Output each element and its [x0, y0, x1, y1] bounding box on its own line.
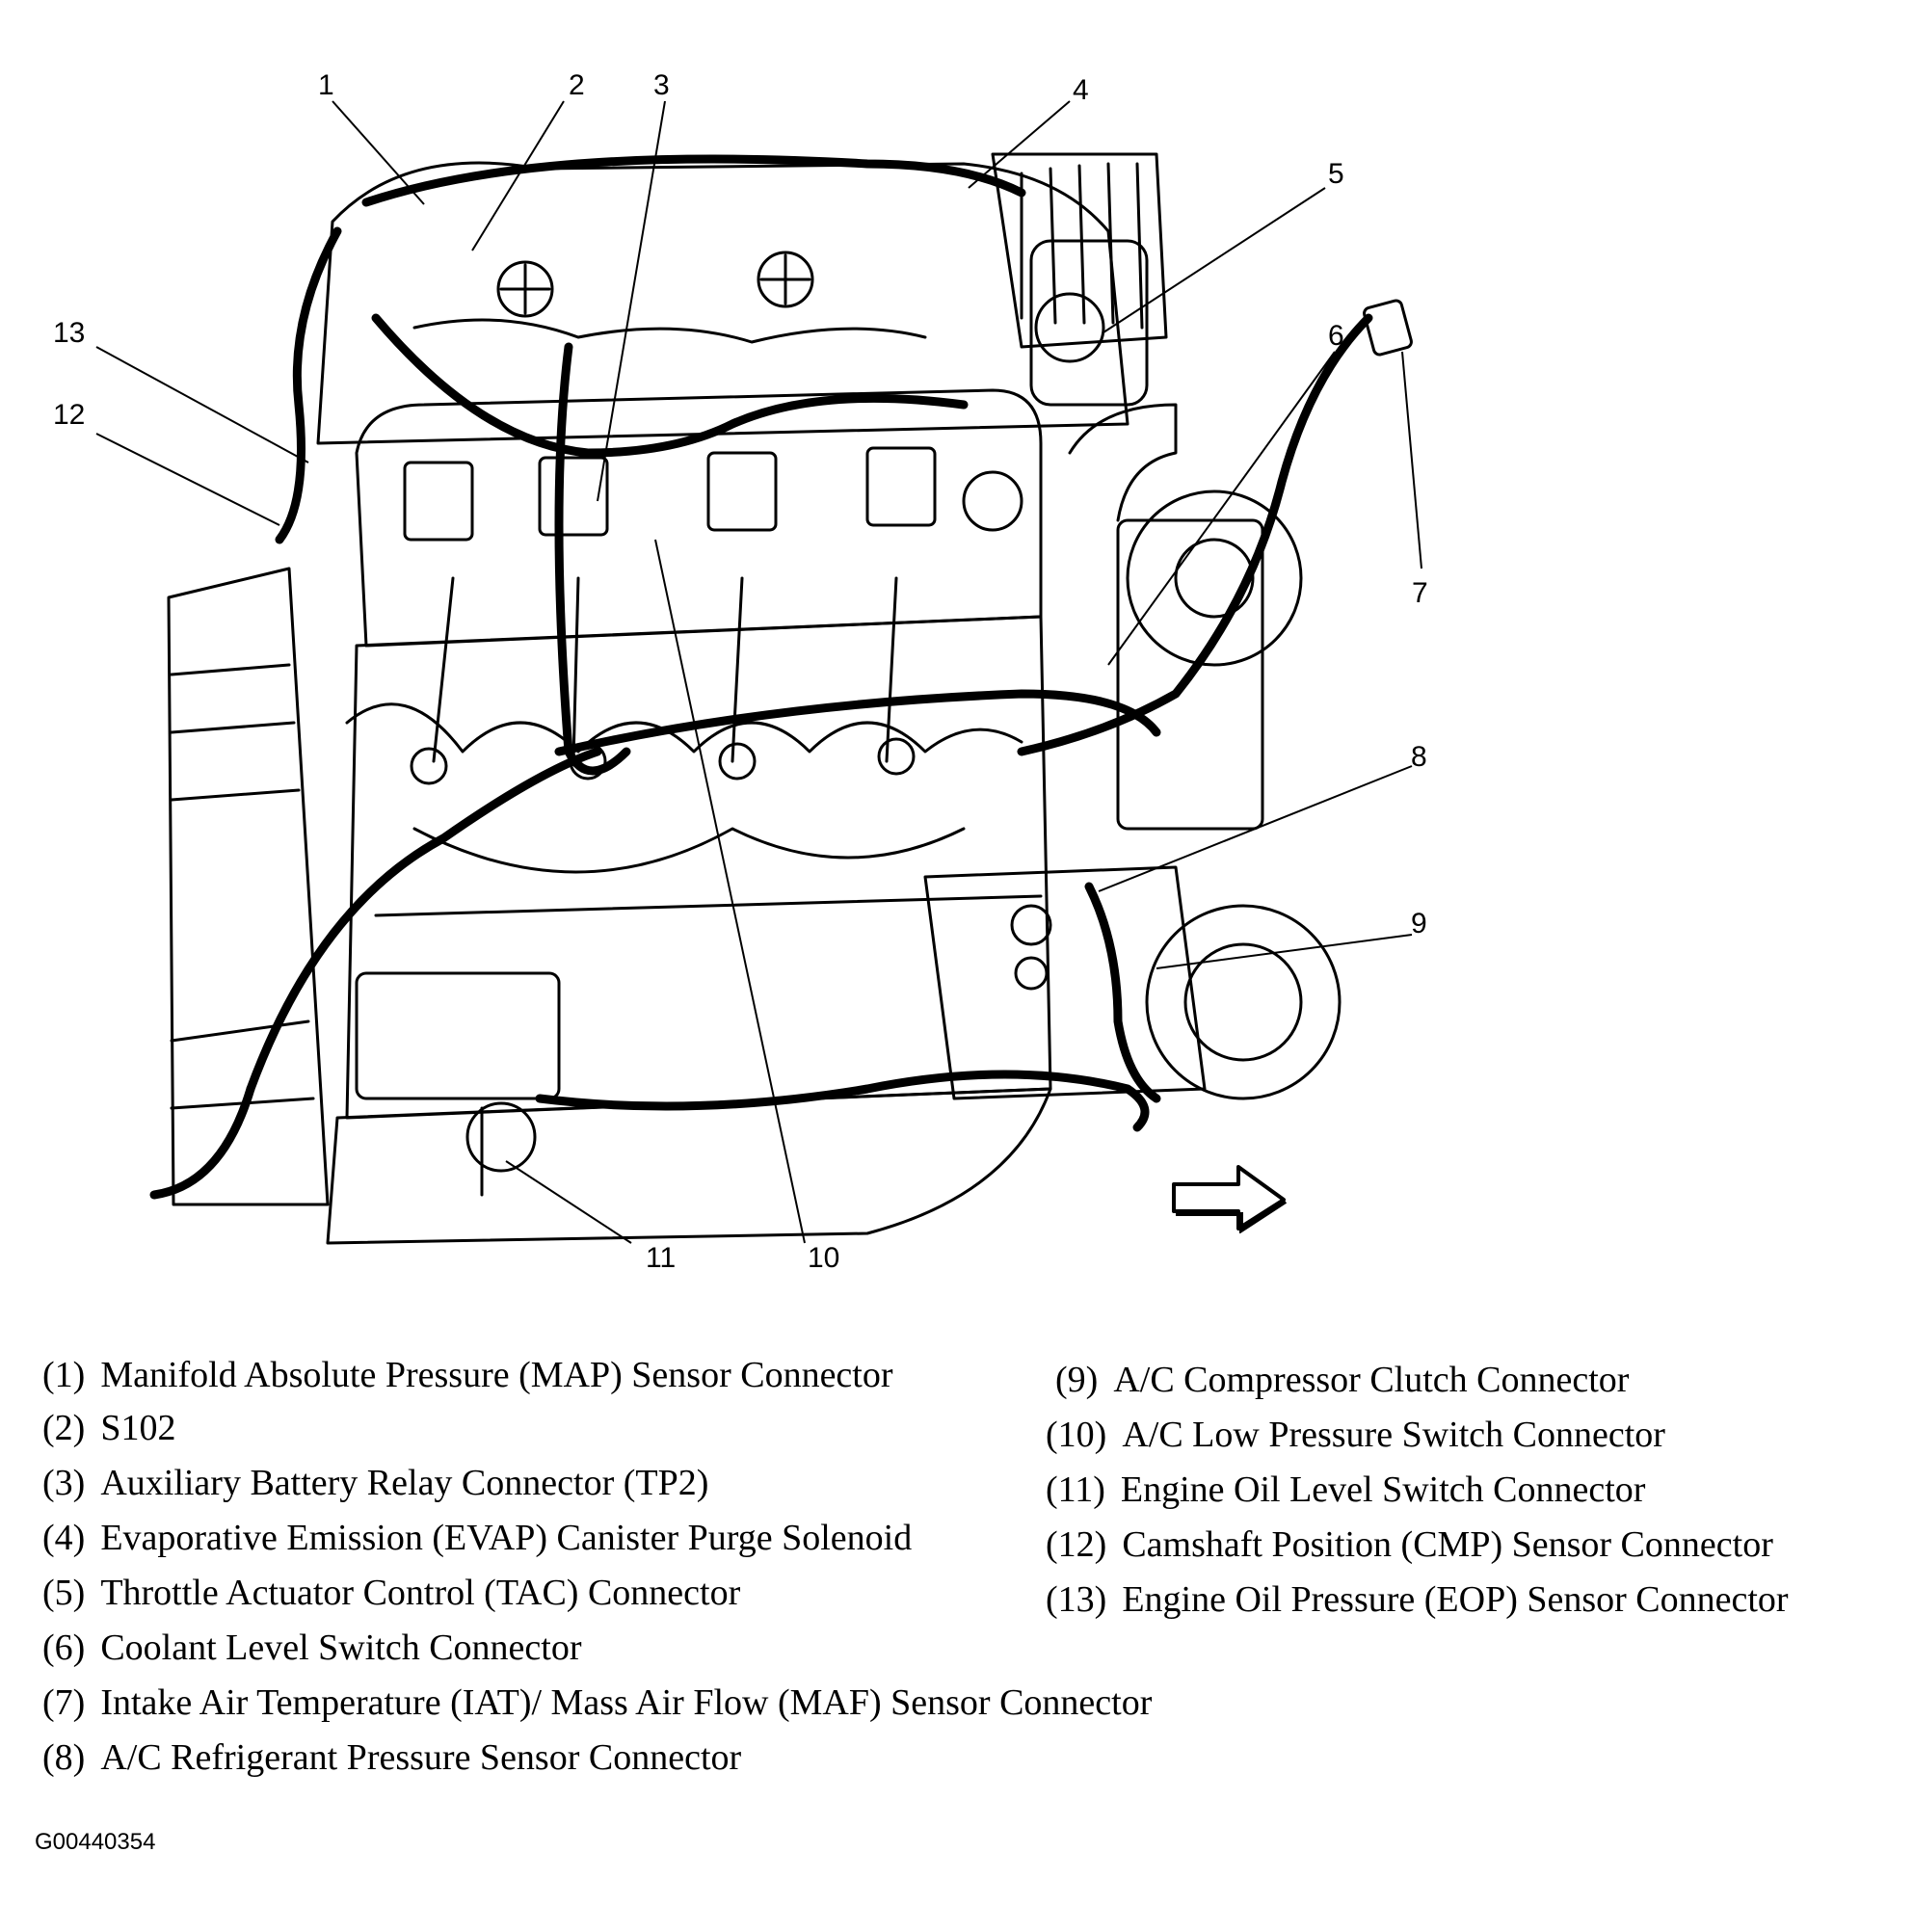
- legend-item: (4) Evaporative Emission (EVAP) Canister …: [42, 1517, 912, 1559]
- legend-text: Engine Oil Pressure (EOP) Sensor Connect…: [1122, 1579, 1789, 1620]
- callout-13: 13: [53, 317, 85, 349]
- callout-1: 1: [318, 69, 334, 101]
- callout-3: 3: [653, 69, 670, 101]
- legend-number: (7): [42, 1682, 86, 1723]
- callout-6: 6: [1328, 320, 1344, 352]
- front-direction-arrow-icon: [1172, 1165, 1288, 1233]
- callout-5: 5: [1328, 158, 1344, 190]
- legend-item: (2) S102: [42, 1407, 175, 1449]
- callout-9: 9: [1411, 908, 1427, 940]
- legend-number: (10): [1046, 1415, 1107, 1455]
- legend-text: A/C Low Pressure Switch Connector: [1122, 1415, 1665, 1455]
- valve-cover: [355, 388, 1043, 763]
- callout-7: 7: [1412, 577, 1428, 609]
- callout-8: 8: [1411, 741, 1427, 773]
- callout-numbers: 1 2 3 4 5 6 7 8 9 10 11 12 13: [53, 69, 1428, 1274]
- legend-text: A/C Refrigerant Pressure Sensor Connecto…: [100, 1737, 742, 1778]
- legend-item: (13) Engine Oil Pressure (EOP) Sensor Con…: [1046, 1578, 1789, 1621]
- legend-item: (7) Intake Air Temperature (IAT)/ Mass Ai…: [42, 1681, 1152, 1724]
- throttle-body: [1029, 239, 1149, 407]
- legend-number: (5): [42, 1573, 86, 1613]
- iat-maf-connector: [1363, 299, 1413, 357]
- legend-item: (11) Engine Oil Level Switch Connector: [1046, 1469, 1645, 1511]
- legend-text: Evaporative Emission (EVAP) Canister Pur…: [100, 1518, 913, 1558]
- legend-number: (6): [42, 1628, 86, 1668]
- callout-4: 4: [1073, 74, 1089, 106]
- legend-number: (12): [1046, 1524, 1107, 1565]
- legend-text: Engine Oil Level Switch Connector: [1120, 1469, 1646, 1510]
- legend-number: (11): [1046, 1469, 1105, 1510]
- legend-item: (5) Throttle Actuator Control (TAC) Conne…: [42, 1572, 740, 1614]
- legend-number: (4): [42, 1518, 86, 1558]
- wiring-harness: [149, 154, 1373, 1200]
- legend-text: S102: [100, 1408, 176, 1448]
- legend-item: (10) A/C Low Pressure Switch Connector: [1046, 1414, 1665, 1456]
- legend-number: (8): [42, 1737, 86, 1778]
- ac-compressor: [923, 865, 1342, 1100]
- alternator: [991, 152, 1168, 349]
- intake-manifold: [316, 161, 1129, 445]
- callout-leaders: [95, 100, 1422, 1244]
- oil-pan: [326, 1087, 1052, 1245]
- legend-text: Manifold Absolute Pressure (MAP) Sensor …: [100, 1355, 893, 1395]
- water-pump: [1068, 403, 1303, 831]
- legend-text: A/C Compressor Clutch Connector: [1113, 1360, 1630, 1400]
- legend-item: (6) Coolant Level Switch Connector: [42, 1627, 582, 1669]
- legend-number: (13): [1046, 1579, 1107, 1620]
- legend-item: (12) Camshaft Position (CMP) Sensor Conne…: [1046, 1523, 1773, 1566]
- legend-number: (9): [1055, 1360, 1099, 1400]
- legend-text: Camshaft Position (CMP) Sensor Connector: [1122, 1524, 1773, 1565]
- legend-item: (9) A/C Compressor Clutch Connector: [1055, 1359, 1629, 1401]
- legend-number: (3): [42, 1463, 86, 1503]
- legend-text: Intake Air Temperature (IAT)/ Mass Air F…: [100, 1682, 1153, 1723]
- callout-10: 10: [808, 1242, 839, 1274]
- legend-item: (3) Auxiliary Battery Relay Connector (TP…: [42, 1462, 708, 1504]
- legend-text: Coolant Level Switch Connector: [100, 1628, 582, 1668]
- engine-illustration: 1 2 3 4 5 6 7 8 9 10 11 12 13: [53, 69, 1428, 1274]
- legend-text: Auxiliary Battery Relay Connector (TP2): [100, 1463, 709, 1503]
- callout-12: 12: [53, 399, 85, 431]
- callout-11: 11: [646, 1242, 676, 1274]
- callout-2: 2: [569, 69, 585, 101]
- legend-text: Throttle Actuator Control (TAC) Connecto…: [100, 1573, 741, 1613]
- engine-block: [345, 615, 1052, 1120]
- figure-id: G00440354: [35, 1829, 156, 1855]
- starter-motor: [355, 971, 561, 1197]
- legend-number: (2): [42, 1408, 86, 1448]
- legend-number: (1): [42, 1355, 86, 1395]
- legend-item: (1) Manifold Absolute Pressure (MAP) Sens…: [42, 1354, 893, 1396]
- legend-item: (8) A/C Refrigerant Pressure Sensor Conne…: [42, 1736, 741, 1779]
